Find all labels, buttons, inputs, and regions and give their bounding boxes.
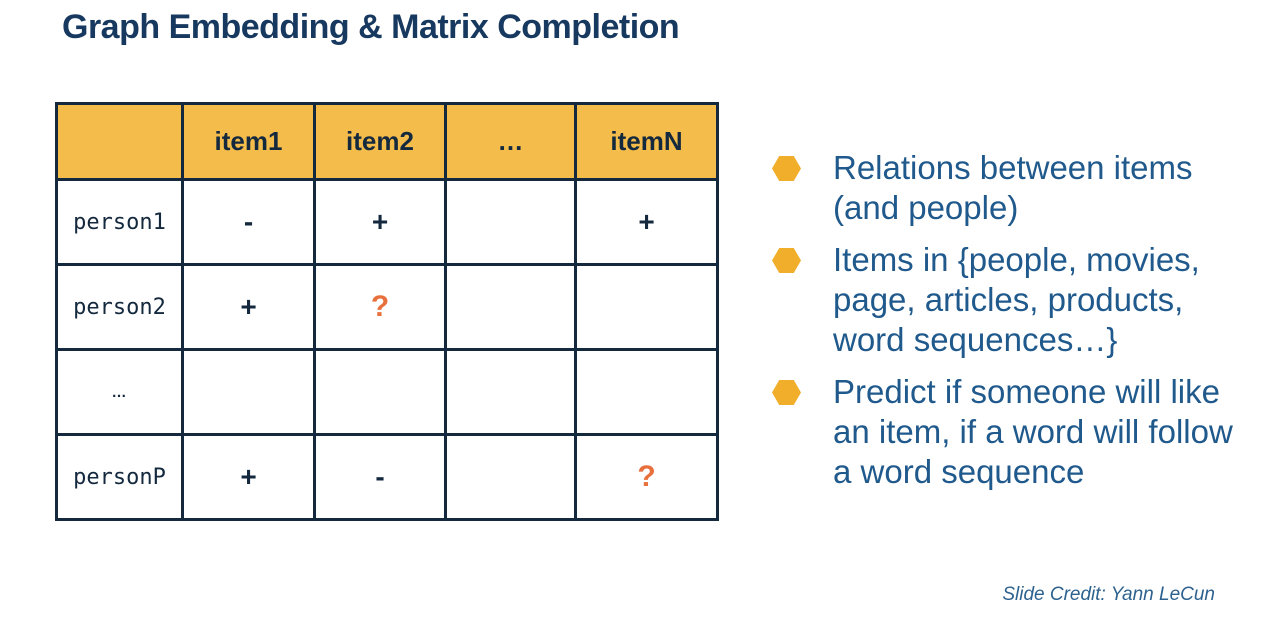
matrix-cell: + bbox=[574, 178, 719, 266]
column-header-itemN: itemN bbox=[574, 102, 719, 181]
slide-credit: Slide Credit: Yann LeCun bbox=[1002, 584, 1215, 605]
table-row-person2: person2 + ? bbox=[55, 263, 719, 351]
matrix-cell bbox=[574, 348, 719, 436]
matrix-cell bbox=[181, 348, 316, 436]
matrix-cell: + bbox=[313, 178, 447, 266]
matrix-completion-table: item1 item2 … itemN person1 - + + person… bbox=[55, 102, 719, 521]
table-row-person1: person1 - + + bbox=[55, 178, 719, 266]
bullet-text: Items in {people, movies, page, articles… bbox=[833, 241, 1200, 358]
matrix-cell: - bbox=[313, 433, 447, 521]
matrix-cell bbox=[444, 178, 577, 266]
page-title: Graph Embedding & Matrix Completion bbox=[62, 8, 680, 46]
table-row-personP: personP + - ? bbox=[55, 433, 719, 521]
bullet-list: Relations between items (and people) Ite… bbox=[770, 148, 1250, 504]
matrix-cell bbox=[444, 348, 577, 436]
hexagon-bullet-icon bbox=[772, 248, 801, 273]
bullet-text: Relations between items (and people) bbox=[833, 149, 1193, 226]
row-label: person1 bbox=[55, 178, 184, 266]
column-header-ellipsis: … bbox=[444, 102, 577, 181]
row-label: … bbox=[55, 348, 184, 436]
matrix-cell: - bbox=[181, 178, 316, 266]
matrix-cell: ? bbox=[313, 263, 447, 351]
matrix-cell bbox=[574, 263, 719, 351]
matrix-cell: ? bbox=[574, 433, 719, 521]
matrix-cell: + bbox=[181, 263, 316, 351]
hexagon-bullet-icon bbox=[772, 380, 801, 405]
list-item: Relations between items (and people) bbox=[770, 148, 1250, 228]
matrix-cell bbox=[444, 433, 577, 521]
list-item: Predict if someone will like an item, if… bbox=[770, 372, 1250, 492]
table-row-ellipsis: … bbox=[55, 348, 719, 436]
bullet-text: Predict if someone will like an item, if… bbox=[833, 373, 1233, 490]
column-header-item2: item2 bbox=[313, 102, 447, 181]
row-label: personP bbox=[55, 433, 184, 521]
list-item: Items in {people, movies, page, articles… bbox=[770, 240, 1250, 360]
matrix-cell: + bbox=[181, 433, 316, 521]
table-header-row: item1 item2 … itemN bbox=[55, 102, 719, 181]
column-header-item1: item1 bbox=[181, 102, 316, 181]
hexagon-bullet-icon bbox=[772, 156, 801, 181]
matrix-cell bbox=[444, 263, 577, 351]
matrix-cell bbox=[313, 348, 447, 436]
row-label: person2 bbox=[55, 263, 184, 351]
corner-header-cell bbox=[55, 102, 184, 181]
